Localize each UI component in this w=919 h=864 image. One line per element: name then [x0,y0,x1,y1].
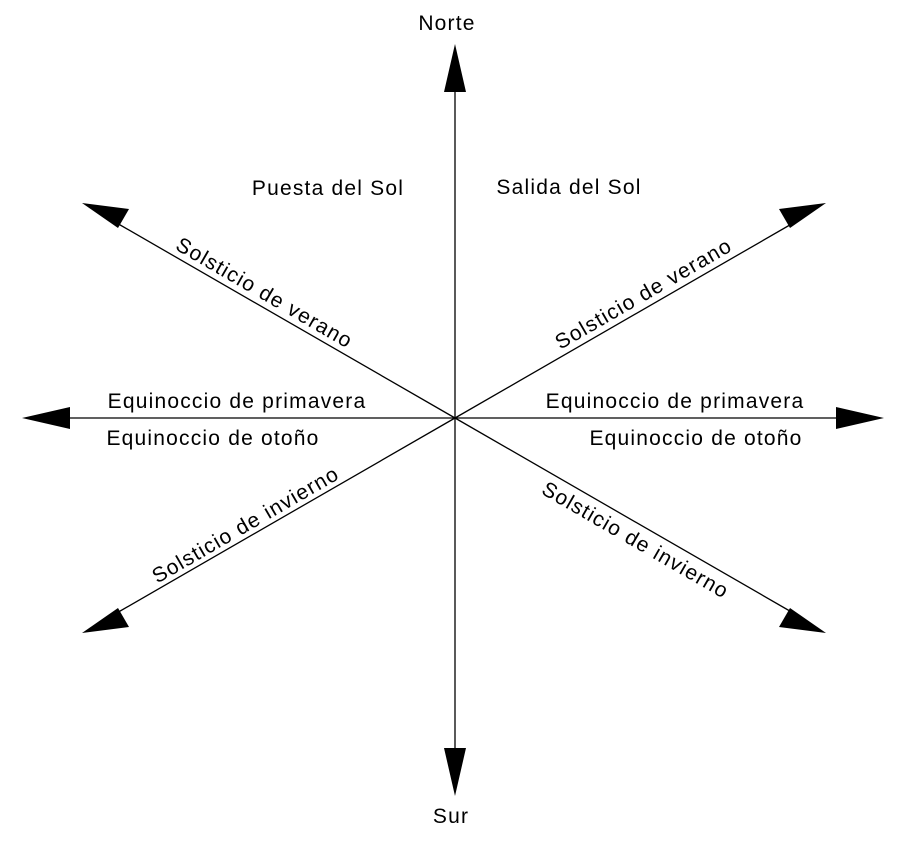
winter-solstice-east-line [454,417,796,615]
summer-solstice-west-line [114,221,456,419]
summer-solstice-east-label: Solsticio de verano [551,234,736,354]
north-label: Norte [418,12,475,35]
south-label: Sur [433,805,469,828]
southwest-arrowhead-icon [82,608,129,633]
northwest-arrowhead-icon [82,203,129,228]
winter-solstice-west-line [114,417,456,615]
sunset-label: Puesta del Sol [252,177,404,200]
summer-solstice-west-label: Solsticio de verano [172,233,357,353]
sunrise-label: Salida del Sol [496,176,641,199]
northeast-arrowhead-icon [779,203,826,228]
east-arrowhead-icon [836,407,884,429]
southeast-arrowhead-icon [779,608,826,633]
spring-equinox-west-label: Equinoccio de primavera [108,390,367,413]
spring-equinox-east-label: Equinoccio de primavera [546,390,805,413]
summer-solstice-east-line [454,221,796,419]
west-arrowhead-icon [22,407,70,429]
autumn-equinox-west-label: Equinoccio de otoño [106,427,319,450]
winter-solstice-west-label: Solsticio de invierno [148,462,343,588]
autumn-equinox-east-label: Equinoccio de otoño [589,427,802,450]
south-arrowhead-icon [444,748,466,796]
winter-solstice-east-label: Solsticio de invierno [538,477,733,603]
north-arrowhead-icon [444,44,466,92]
